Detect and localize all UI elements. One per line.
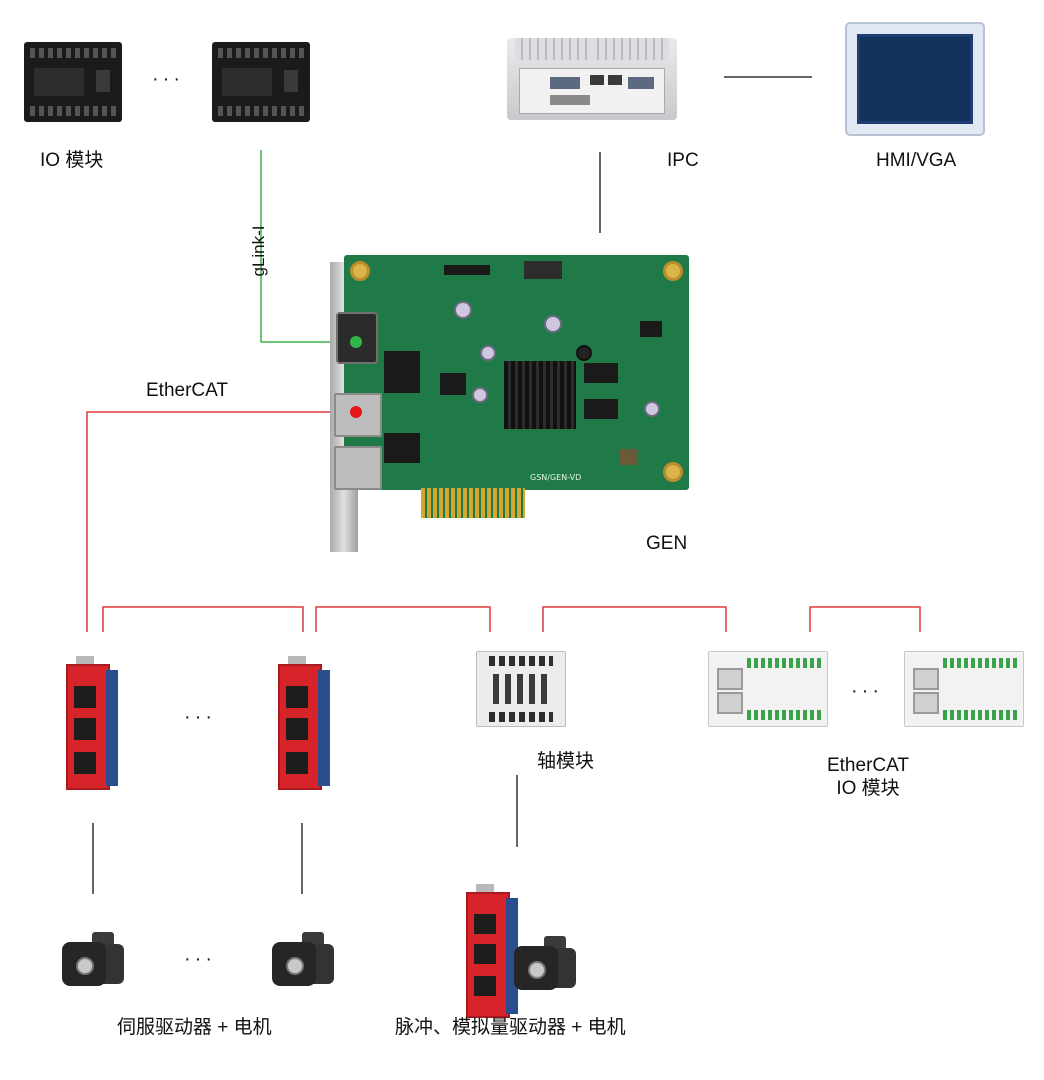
pulse-motor-label: 脉冲、模拟量驱动器 + 电机	[395, 1017, 626, 1038]
ethernet-port	[334, 446, 382, 490]
gen-label: GEN	[646, 533, 688, 554]
glink-line	[260, 150, 356, 343]
hmi-display	[845, 22, 985, 136]
io-ellipsis: ···	[152, 68, 184, 90]
gen-motion-card: GSN/GEN-VD	[344, 255, 689, 490]
ethercat-label: EtherCAT	[146, 380, 229, 401]
servo-ellipsis: ···	[184, 706, 216, 728]
io-module-2	[212, 42, 310, 122]
ethercat-io-label-line2: IO 模块	[836, 778, 900, 799]
ethercat-io-label-line1: EtherCAT	[826, 755, 909, 776]
ethercat-main-line	[86, 411, 356, 632]
axis-module	[476, 651, 566, 727]
axis-module-label: 轴模块	[537, 751, 595, 772]
servo-motor-2	[272, 932, 334, 988]
servo-drive-2	[278, 656, 330, 790]
servo-motor-label: 伺服驱动器 + 电机	[117, 1017, 272, 1038]
ethercat-link-4	[809, 606, 921, 632]
ethercat-io-module-1	[708, 651, 828, 727]
ipc-device	[507, 38, 677, 120]
pulse-analog-drive	[466, 884, 518, 1018]
hmi-label: HMI/VGA	[876, 150, 957, 171]
board-silkscreen: GSN/GEN-VD	[530, 473, 582, 482]
ethercat-link-3	[542, 606, 727, 632]
pulse-motor	[514, 936, 576, 992]
motor-ellipsis: ···	[184, 948, 216, 970]
ethercat-io-module-2	[904, 651, 1024, 727]
glink-port-dot	[350, 336, 362, 348]
io-module-1	[24, 42, 122, 122]
pcie-connector	[421, 488, 525, 518]
ipc-label: IPC	[667, 150, 699, 171]
ethercat-link-1	[102, 606, 304, 632]
io-module-label: IO 模块	[40, 150, 104, 171]
ethercat-io-ellipsis: ···	[851, 680, 883, 702]
servo-motor-1	[62, 932, 124, 988]
ethercat-link-2	[315, 606, 491, 632]
ethercat-port-dot	[350, 406, 362, 418]
servo-drive-1	[66, 656, 118, 790]
